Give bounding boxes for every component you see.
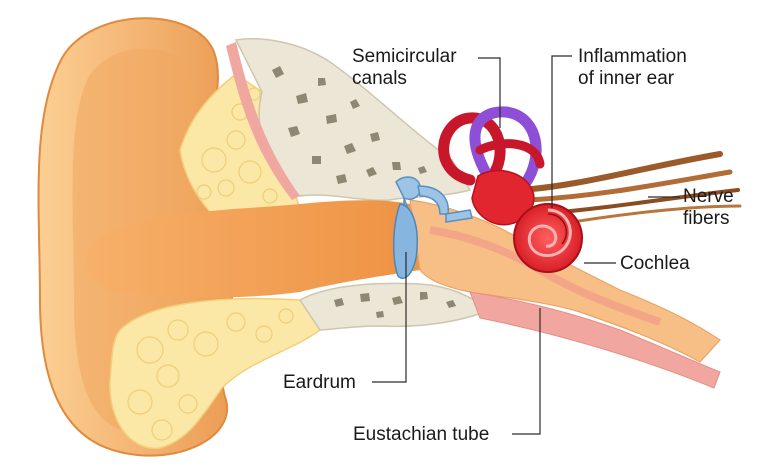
ear-canal (86, 200, 421, 298)
label-semicircular-line1: Semicircular (352, 46, 457, 67)
lower-cartilage (109, 297, 322, 449)
eustachian-tube (469, 291, 721, 389)
bone-pores (272, 66, 456, 318)
label-cochlea: Cochlea (620, 253, 690, 274)
label-nerve-fibers: Nerve fibers (683, 186, 734, 230)
label-nerve-line2: fibers (683, 208, 730, 229)
leader-semicircular (478, 57, 501, 128)
label-inflammation-line1: Inflammation (578, 46, 687, 67)
leader-lines (372, 55, 680, 435)
cochlea-shape (513, 203, 583, 273)
label-eardrum: Eardrum (283, 372, 356, 393)
muscle-band-upper (226, 42, 300, 200)
label-semicircular-canals: Semicircular canals (352, 46, 457, 90)
label-eustachian-tube: Eustachian tube (353, 424, 490, 445)
semicircular-canals (438, 106, 545, 196)
label-inflammation-inner-ear: Inflammation of inner ear (578, 46, 687, 90)
label-semicircular-line2: canals (352, 68, 407, 89)
leader-eustachian (512, 308, 541, 435)
label-inflammation-line2: of inner ear (578, 68, 675, 89)
leader-eardrum (372, 252, 407, 383)
label-nerve-line1: Nerve (683, 186, 734, 207)
leader-inflammation (551, 55, 572, 208)
eardrum-shape (392, 203, 418, 279)
